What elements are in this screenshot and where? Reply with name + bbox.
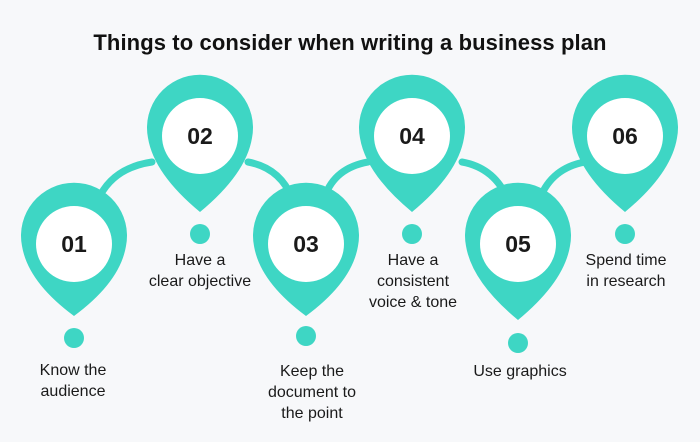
step-label-01-line1: Know the: [39, 362, 107, 379]
pin-04-circle: [374, 98, 450, 174]
step-label-03: Keep the document to the point: [242, 361, 382, 424]
pin-01: 01: [20, 182, 127, 316]
step-label-04-line1: Have a: [387, 252, 439, 269]
step-label-03-line3: the point: [281, 405, 343, 422]
step-number-05: 05: [505, 231, 531, 257]
step-label-02-line2: clear objective: [148, 273, 252, 290]
pin-04: 04: [359, 74, 466, 212]
step-number-03: 03: [293, 231, 319, 257]
step-label-04: Have a consistent voice & tone: [343, 250, 483, 313]
step-label-02: Have a clear objective: [130, 250, 270, 292]
step-label-04-line3: voice & tone: [368, 294, 458, 311]
pin-05: 05: [465, 182, 571, 320]
pin-03: 03: [253, 182, 359, 316]
pin-02-circle: [162, 98, 238, 174]
pin-01-circle: [36, 206, 112, 282]
step-label-03-line2: document to: [267, 384, 357, 401]
step-label-03-line1: Keep the: [279, 363, 345, 380]
step-label-01: Know the audience: [3, 360, 143, 402]
step-number-01: 01: [61, 231, 87, 257]
pin-03-circle: [268, 206, 344, 282]
pin-05-circle: [480, 206, 556, 282]
pin-06: 06: [572, 74, 678, 212]
dot-01: [64, 328, 84, 348]
pin-02: 02: [147, 74, 253, 212]
dot-03: [296, 326, 316, 346]
dot-06: [615, 224, 635, 244]
step-label-06-line1: Spend time: [585, 252, 667, 269]
step-label-01-line2: audience: [40, 383, 106, 400]
step-label-04-line2: consistent: [376, 273, 450, 290]
step-number-06: 06: [612, 123, 638, 149]
step-label-06: Spend time in research: [556, 250, 696, 292]
step-number-02: 02: [187, 123, 213, 149]
step-label-02-line1: Have a: [174, 252, 226, 269]
step-number-04: 04: [399, 123, 425, 149]
step-label-05: Use graphics: [450, 361, 590, 382]
pin-06-circle: [587, 98, 663, 174]
step-label-05-line1: Use graphics: [473, 363, 567, 380]
dot-02: [190, 224, 210, 244]
step-label-06-line2: in research: [586, 273, 666, 290]
stem-dots: [64, 224, 635, 353]
dot-05: [508, 333, 528, 353]
page-title: Things to consider when writing a busine…: [93, 30, 607, 55]
dot-04: [402, 224, 422, 244]
